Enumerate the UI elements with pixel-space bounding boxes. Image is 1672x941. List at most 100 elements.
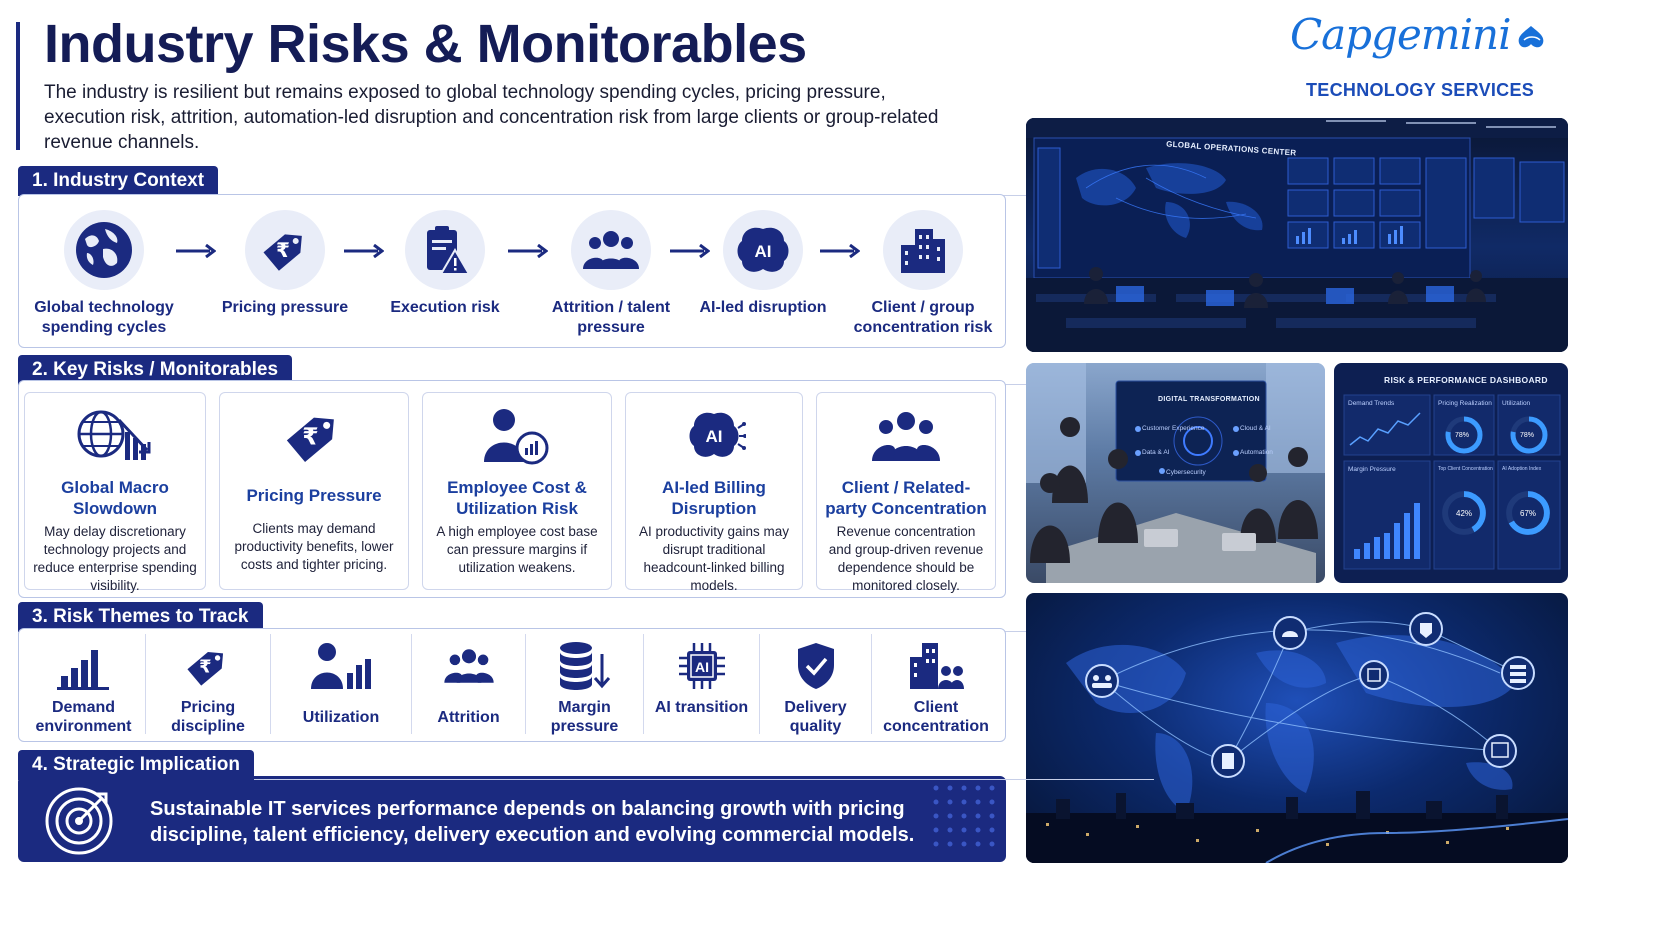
database-down-icon	[559, 642, 610, 690]
dashboard-panel-label: Pricing Realization	[1438, 400, 1492, 407]
context-label: Execution risk	[390, 299, 500, 316]
svg-text:AI: AI	[755, 242, 772, 261]
title-accent-bar	[16, 22, 20, 150]
global-network-image	[1026, 593, 1568, 863]
operations-center-image: GLOBAL OPERATIONS CENTER	[1026, 118, 1568, 352]
theme-label: Demand environment	[35, 699, 132, 735]
context-item-concentration: Client / group concentration risk	[843, 210, 1003, 338]
rupee-tag-icon: ₹	[263, 234, 302, 271]
ai-adoption-gauge	[1506, 491, 1550, 535]
meeting-node-label: Cloud & AI	[1240, 425, 1271, 432]
arrow-right-icon	[670, 244, 710, 258]
ai-brain-icon: AI	[689, 412, 746, 457]
dashboard-panel-label: Utilization	[1502, 400, 1531, 407]
context-item-ai-disruption: AI AI-led disruption	[683, 210, 843, 318]
risk-card-desc: May delay discretionary technology proje…	[33, 524, 197, 593]
dot-pattern	[933, 785, 995, 847]
brand-tagline: TECHNOLOGY SERVICES	[1306, 80, 1535, 100]
strategic-implication-banner: Sustainable IT services performance depe…	[18, 776, 1006, 862]
risk-card-title: Client / Related-party Concentration	[825, 478, 987, 518]
bar-chart-icon	[56, 650, 109, 690]
buildings-icon	[901, 229, 945, 273]
page-subtitle: The industry is resilient but remains ex…	[44, 82, 939, 153]
concentration-value: 42%	[1456, 509, 1473, 518]
risk-card-title: Global Macro Slowdown	[61, 478, 169, 518]
risk-card-desc: Revenue concentration and group-driven r…	[828, 524, 984, 593]
rupee-tag-icon: ₹	[286, 417, 334, 462]
context-label: Global technology spending cycles	[34, 299, 174, 336]
ai-brain-icon: AI	[737, 227, 789, 272]
industry-context-panel	[18, 194, 1006, 348]
context-label: Client / group concentration risk	[853, 299, 993, 336]
employee-chart-icon	[484, 409, 549, 465]
theme-ai-transition: AI AI transition	[644, 634, 760, 734]
context-item-pricing: ₹ Pricing pressure	[205, 210, 365, 318]
pricing-gauge	[1445, 416, 1483, 454]
network-map-illustration	[1026, 612, 1568, 863]
risk-card-client-concentration: Client / Related-party Concentration Rev…	[816, 392, 996, 593]
concentration-gauge	[1442, 491, 1486, 535]
context-label: Attrition / talent pressure	[551, 299, 671, 336]
context-label: Pricing pressure	[221, 299, 349, 316]
risk-themes-panel	[18, 628, 1006, 742]
meeting-node-label: Customer Experience	[1142, 425, 1205, 432]
svg-text:₹: ₹	[276, 238, 290, 262]
arrow-right-icon	[344, 244, 384, 258]
ai-adoption-value: 67%	[1520, 509, 1537, 518]
dashboard-illustration	[1343, 394, 1561, 570]
risk-card-pricing: ₹ Pricing Pressure Clients may demand pr…	[219, 392, 409, 590]
spade-icon	[1518, 26, 1544, 48]
risk-card-title: Employee Cost & Utilization Risk	[447, 478, 587, 518]
risk-card-title: AI-led Billing Disruption	[662, 478, 766, 518]
gauge-fill	[1506, 491, 1550, 535]
theme-utilization: Utilization	[271, 634, 412, 734]
utilization-value: 78%	[1520, 432, 1535, 439]
section-1-title: 1. Industry Context	[18, 166, 1119, 196]
meeting-node-label: Cybersecurity	[1166, 469, 1206, 476]
group-icon	[872, 412, 940, 461]
arrow-right-icon	[176, 244, 216, 258]
rupee-tag-icon: ₹	[187, 652, 224, 686]
context-item-spending-cycles: Global technology spending cycles	[24, 210, 184, 338]
meeting-node-label: Data & AI	[1142, 449, 1170, 456]
person-chart-icon	[311, 643, 371, 689]
pricing-value: 78%	[1455, 432, 1470, 439]
context-label: AI-led disruption	[699, 299, 827, 316]
svg-text:AI: AI	[706, 427, 723, 446]
theme-label: AI transition	[654, 699, 749, 716]
capgemini-logo: Capgemini	[1290, 10, 1550, 70]
theme-demand: Demand environment	[22, 634, 146, 735]
logo-wordmark: Capgemini	[1290, 10, 1512, 59]
globe-decline-icon	[77, 410, 151, 460]
risk-card-desc: AI productivity gains may disrupt tradit…	[638, 524, 790, 593]
theme-delivery: Delivery quality	[760, 634, 872, 735]
utilization-gauge	[1510, 416, 1548, 454]
risk-card-desc: A high employee cost base can pressure m…	[436, 524, 598, 575]
svg-text:AI: AI	[695, 659, 709, 675]
section-4-title: 4. Strategic Implication	[18, 750, 1154, 780]
arrow-right-icon	[820, 244, 860, 258]
risk-card-ai-billing: AI AI-led Billing Disruption AI producti…	[625, 392, 803, 593]
svg-text:₹: ₹	[199, 656, 211, 677]
gauge-fill	[1442, 491, 1486, 535]
dashboard-title: RISK & PERFORMANCE DASHBOARD	[1384, 375, 1548, 385]
ai-chip-icon: AI	[678, 643, 725, 689]
context-item-attrition: Attrition / talent pressure	[531, 210, 691, 338]
theme-label: Margin pressure	[550, 699, 619, 735]
dashboard-panel-label: Top Client Concentration	[1438, 466, 1493, 472]
shield-check-icon	[797, 643, 834, 689]
globe-icon	[76, 222, 132, 278]
people-icon	[583, 231, 639, 269]
dashboard-image: RISK & PERFORMANCE DASHBOARD Demand Tren…	[1334, 363, 1568, 583]
people-icon	[443, 649, 494, 683]
gauge-fill	[1445, 416, 1483, 454]
dashboard-panel-label: AI Adoption Index	[1502, 466, 1542, 472]
meeting-screen-title: DIGITAL TRANSFORMATION	[1158, 396, 1260, 403]
target-icon	[45, 787, 113, 855]
theme-label: Utilization	[302, 709, 380, 726]
meeting-illustration	[1026, 363, 1325, 583]
theme-attrition: Attrition	[412, 634, 526, 734]
gauge-fill	[1510, 416, 1548, 454]
risk-card-employee-cost: Employee Cost & Utilization Risk A high …	[422, 392, 612, 590]
ops-center-illustration	[1026, 118, 1568, 352]
